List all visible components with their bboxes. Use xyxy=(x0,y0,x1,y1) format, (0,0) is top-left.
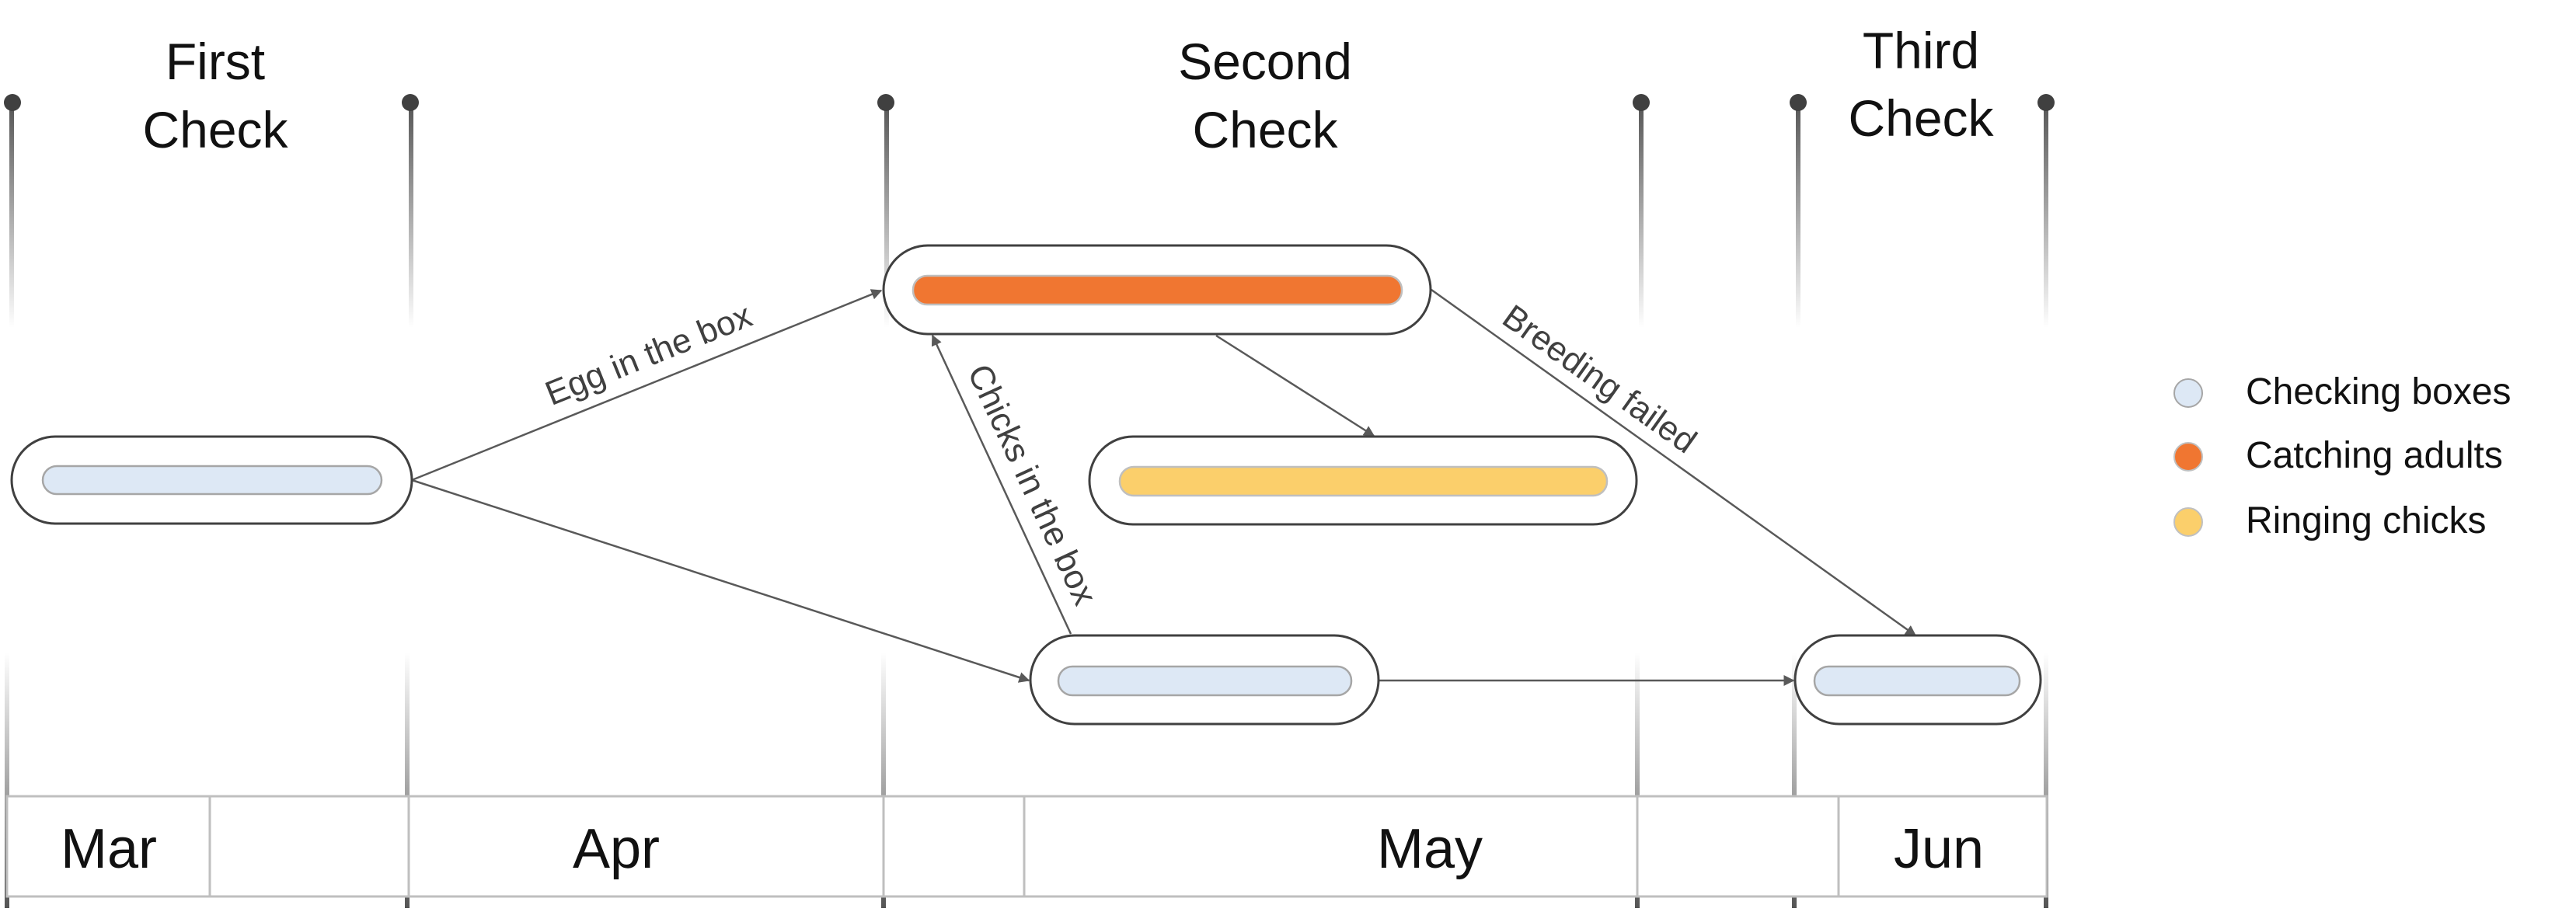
legend-item-catching: Catching adults xyxy=(2173,435,2503,476)
month-may: May xyxy=(1377,818,1483,880)
checking-boxes-bar xyxy=(1813,665,2021,697)
month-mar: Mar xyxy=(61,818,157,880)
activity-second-check-boxes xyxy=(1029,634,1380,726)
month-axis: Mar Apr May Jun xyxy=(5,795,2048,898)
third-check-line1: Third xyxy=(1863,22,1979,79)
checking-boxes-bar xyxy=(1057,665,1353,697)
check-window-lines-top xyxy=(9,103,2048,328)
catching-adults-bar xyxy=(912,274,1403,306)
arrow-chicks-in-box xyxy=(931,334,1072,635)
first-check-line1: First xyxy=(166,33,265,90)
arrow-catch-to-ring xyxy=(1215,334,1375,437)
window-line xyxy=(1792,653,1797,908)
window-end-dot xyxy=(1633,94,1650,111)
legend-label-ringing: Ringing chicks xyxy=(2246,500,2486,541)
legend-swatch-checking xyxy=(2173,378,2203,408)
window-line xyxy=(9,103,14,328)
arrow-first-to-bottom xyxy=(411,479,1030,683)
ringing-chicks-bar xyxy=(1118,465,1609,497)
window-line xyxy=(1796,103,1800,328)
legend-label-catching: Catching adults xyxy=(2246,435,2503,476)
month-jun: Jun xyxy=(1894,818,1984,880)
arrow-breeding-failed xyxy=(1431,288,1917,637)
activity-ringing-chicks xyxy=(1088,435,1638,526)
window-line xyxy=(405,653,410,908)
activity-first-check-boxes xyxy=(10,435,413,525)
check-window-second: Second Check xyxy=(877,33,1650,158)
legend-swatch-catching xyxy=(2173,442,2203,472)
legend-swatch-ringing xyxy=(2173,507,2203,537)
window-line xyxy=(884,103,889,328)
arrow-egg-in-box xyxy=(411,289,883,482)
legend-label-checking: Checking boxes xyxy=(2246,371,2512,412)
second-check-line1: Second xyxy=(1178,33,1352,90)
window-line xyxy=(2044,103,2048,328)
legend-item-ringing: Ringing chicks xyxy=(2173,500,2486,541)
legend-item-checking: Checking boxes xyxy=(2173,371,2512,412)
window-line xyxy=(881,653,886,908)
chicks-in-box-label: Chicks in the box xyxy=(960,359,1104,611)
month-apr: Apr xyxy=(573,818,660,880)
check-window-lines-bottom xyxy=(5,653,2048,908)
checking-boxes-bar xyxy=(41,465,383,496)
window-start-dot xyxy=(877,94,894,111)
window-line xyxy=(409,103,413,328)
window-start-dot xyxy=(1790,94,1807,111)
window-end-dot xyxy=(402,94,419,111)
activity-third-check-boxes xyxy=(1793,634,2042,726)
window-line xyxy=(2044,653,2048,908)
window-start-dot xyxy=(4,94,21,111)
check-window-first: First Check xyxy=(4,33,419,158)
activity-catching-adults xyxy=(882,244,1432,336)
window-line xyxy=(1635,653,1640,908)
window-line xyxy=(1639,103,1644,328)
flow-arrows xyxy=(411,288,1917,686)
legend: Checking boxes Catching adults Ringing c… xyxy=(2173,371,2512,541)
check-window-third: Third Check xyxy=(1790,22,2055,147)
window-line xyxy=(5,653,9,908)
second-check-line2: Check xyxy=(1192,101,1338,158)
window-end-dot xyxy=(2037,94,2055,111)
third-check-line2: Check xyxy=(1848,89,1994,147)
first-check-line2: Check xyxy=(142,101,288,158)
